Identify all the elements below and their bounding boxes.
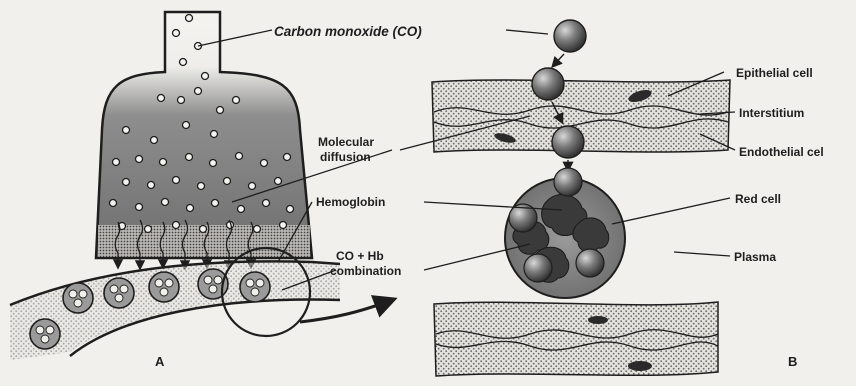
label-plasma: Plasma	[734, 250, 776, 264]
label-molecular-line2: diffusion	[320, 150, 371, 164]
co-spheres	[531, 19, 587, 159]
zoom-arrow	[299, 295, 398, 324]
label-combination-line1: CO + Hb	[336, 249, 384, 263]
bound-co-spheres	[508, 167, 605, 283]
diffusion-arrows	[112, 219, 257, 271]
lower-membrane	[433, 301, 719, 377]
capillary-hemoglobin	[35, 275, 265, 344]
label-red-cell: Red cell	[735, 192, 781, 206]
label-panel-a: A	[155, 354, 165, 369]
leader-lines	[197, 29, 736, 291]
label-panel-b: B	[788, 354, 797, 369]
label-carbon-monoxide: Carbon monoxide (CO)	[274, 24, 422, 39]
label-epithelial-cell: Epithelial cell	[736, 66, 813, 80]
panel-b	[431, 19, 731, 377]
label-hemoglobin: Hemoglobin	[316, 195, 385, 209]
red-blood-cell	[504, 167, 626, 299]
co-molecules	[108, 13, 295, 234]
label-interstitium: Interstitium	[739, 106, 804, 120]
label-combination-line2: combination	[330, 264, 401, 278]
label-endothelial-cell: Endothelial cel	[739, 145, 824, 159]
label-molecular-line1: Molecular	[318, 135, 374, 149]
magnification-circle	[220, 246, 312, 338]
upper-membrane	[431, 79, 731, 153]
panel-a	[9, 10, 398, 360]
alveolus	[94, 10, 314, 260]
